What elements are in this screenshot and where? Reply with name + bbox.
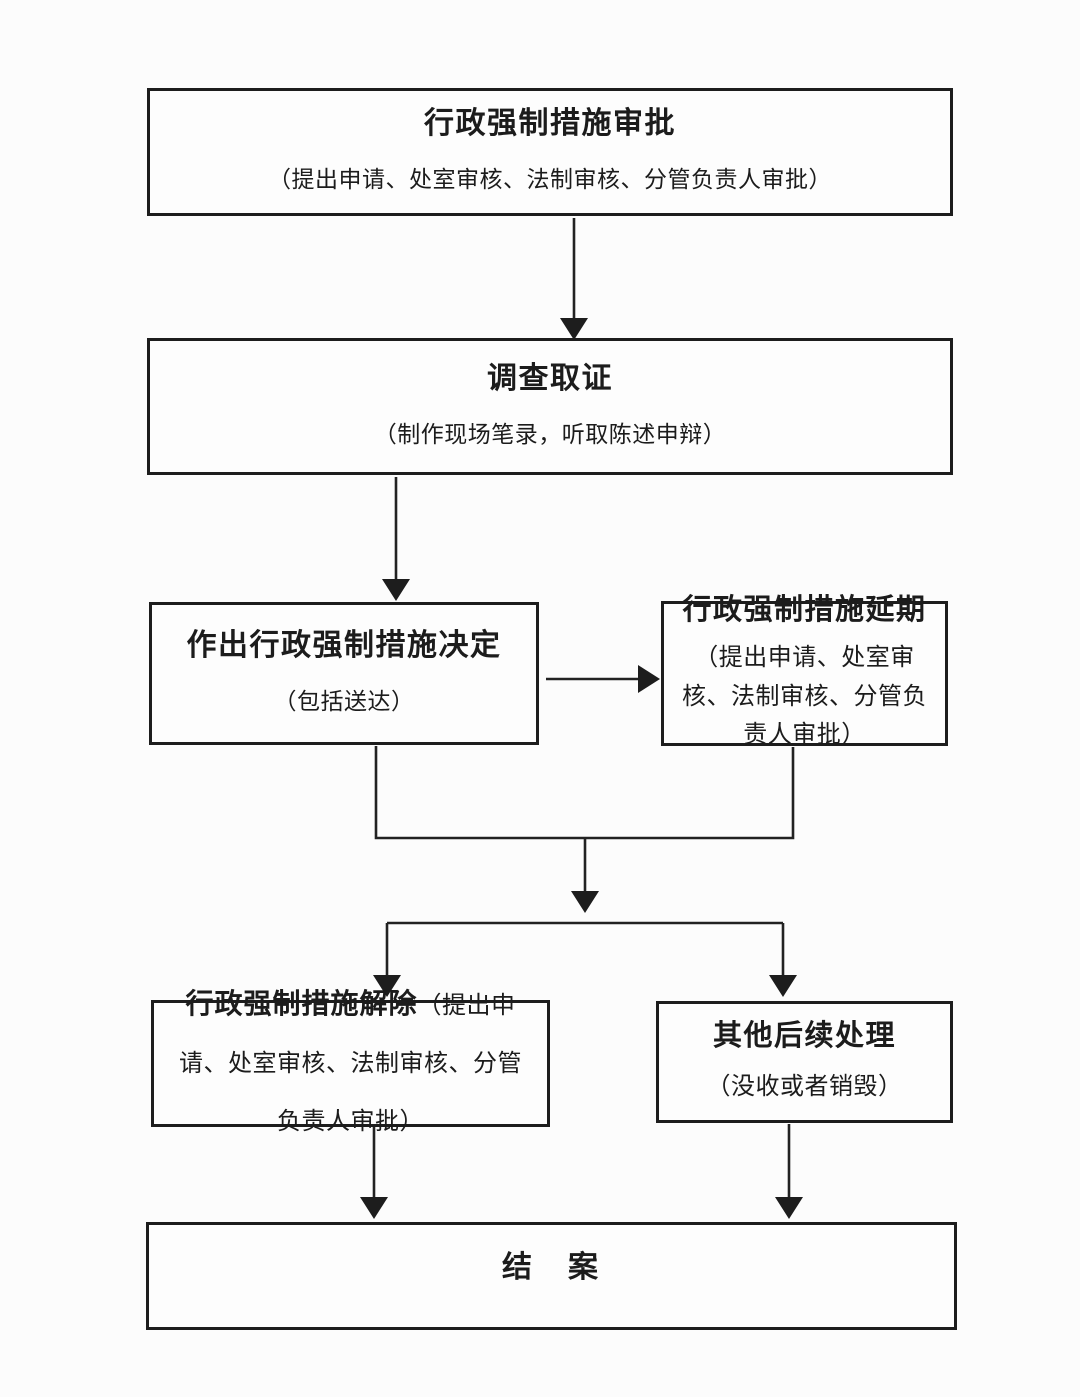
node-title: 行政强制措施解除 bbox=[185, 987, 418, 1019]
node-subtitle: （包括送达） bbox=[273, 687, 415, 714]
node-title: 调查取证 bbox=[487, 361, 613, 395]
node-title: 其他后续处理 bbox=[712, 1020, 896, 1052]
node-enforcement-extension: 行政强制措施延期 （提出申请、处室审核、法制审核、分管负责人审批） bbox=[661, 594, 948, 748]
node-investigation-evidence: 调查取证 （制作现场笔录，听取陈述申辩） bbox=[147, 338, 953, 475]
node-subtitle: （提出申请、处室审核、法制审核、分管负责人审批） bbox=[682, 644, 927, 749]
node-enforcement-decision: 作出行政强制措施决定 （包括送达） bbox=[149, 602, 539, 745]
arrow-approval-to-investigation bbox=[560, 218, 588, 340]
node-enforcement-approval: 行政强制措施审批 （提出申请、处室审核、法制审核、分管负责人审批） bbox=[147, 88, 953, 216]
arrow-collector-to-splitter bbox=[571, 838, 599, 913]
node-title: 结 案 bbox=[502, 1251, 601, 1284]
node-subtitle: （没收或者销毁） bbox=[706, 1072, 903, 1100]
node-case-closed: 结 案 bbox=[146, 1222, 957, 1330]
arrow-decision-to-extension bbox=[546, 665, 660, 693]
node-subtitle: （制作现场笔录，听取陈述申辩） bbox=[373, 420, 727, 447]
node-other-followup: 其他后续处理 （没收或者销毁） bbox=[656, 1001, 953, 1123]
node-title: 行政强制措施延期 bbox=[682, 593, 927, 626]
node-title: 作出行政强制措施决定 bbox=[186, 628, 502, 662]
node-subtitle: （提出申请、处室审核、法制审核、分管负责人审批） bbox=[179, 991, 522, 1135]
node-subtitle: （提出申请、处室审核、法制审核、分管负责人审批） bbox=[268, 166, 832, 193]
arrow-splitter-to-followup bbox=[769, 923, 797, 997]
node-mixed-text: 行政强制措施解除（提出申请、处室审核、法制审核、分管负责人审批） bbox=[170, 976, 531, 1152]
arrow-investigation-to-decision bbox=[382, 477, 410, 601]
arrow-followup-to-close bbox=[775, 1124, 803, 1219]
collector-elbow-decision-extension bbox=[374, 746, 795, 840]
node-enforcement-release: 行政强制措施解除（提出申请、处室审核、法制审核、分管负责人审批） bbox=[151, 988, 550, 1135]
node-title: 行政强制措施审批 bbox=[424, 107, 676, 141]
